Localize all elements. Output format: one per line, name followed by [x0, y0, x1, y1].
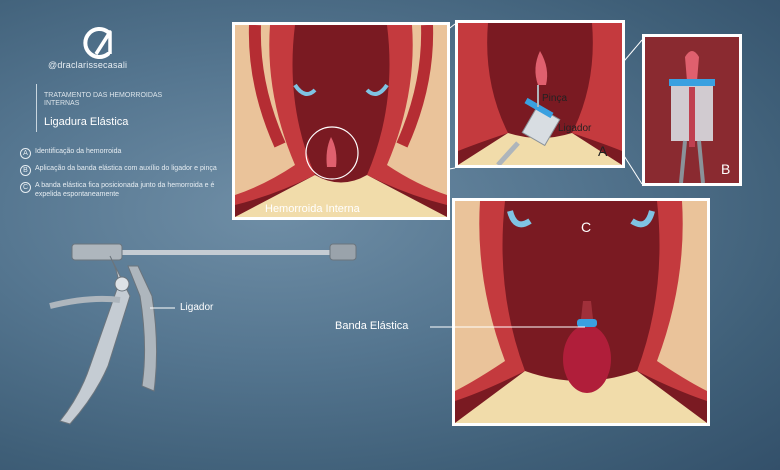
panel-a-illustration — [458, 23, 622, 165]
header-title: Ligadura Elástica — [44, 116, 129, 128]
panel-b-letter: B — [721, 161, 731, 177]
step-item: A Identificação da hemorroida — [20, 148, 225, 159]
anatomy-illustration — [235, 25, 447, 217]
panel-c: C — [452, 198, 710, 426]
pinca-label: Pinça — [542, 93, 568, 104]
brand-logo-icon — [83, 27, 112, 59]
step-text-b: Aplicação da banda elástica com auxílio … — [35, 165, 217, 172]
panel-b-illustration — [645, 37, 739, 183]
banda-leader-line — [430, 326, 585, 328]
step-text-c: A banda elástica fica posicionada junto … — [35, 182, 215, 198]
step-letter-c: C — [20, 182, 31, 193]
panel-a-letter: A — [598, 143, 608, 159]
brand-handle: @draclarissecasali — [48, 60, 128, 70]
header-divider — [36, 84, 37, 132]
steps-legend: A Identificação da hemorroida B Aplicaçã… — [20, 148, 225, 205]
step-letter-b: B — [20, 165, 31, 176]
step-letter-a: A — [20, 148, 31, 159]
ligator-instrument-icon — [49, 243, 357, 425]
panel-b: B — [642, 34, 742, 186]
ligador-tool-label: Ligador — [180, 302, 214, 313]
hemorroida-label: Hemorroida Interna — [265, 203, 360, 215]
anatomy-panel: Hemorroida Interna — [232, 22, 450, 220]
panel-c-illustration — [455, 201, 707, 423]
step-item: C A banda elástica fica posicionada junt… — [20, 182, 225, 199]
header-subtitle: TRATAMENTO DAS HEMORROIDAS INTERNAS — [44, 92, 163, 107]
banda-label: Banda Elástica — [335, 320, 409, 332]
panel-a: Pinça Ligador A — [455, 20, 625, 168]
panel-c-letter: C — [581, 219, 592, 235]
step-item: B Aplicação da banda elástica com auxíli… — [20, 165, 225, 176]
ligador-a-label: Ligador — [558, 123, 592, 134]
step-text-a: Identificação da hemorroida — [35, 148, 122, 155]
